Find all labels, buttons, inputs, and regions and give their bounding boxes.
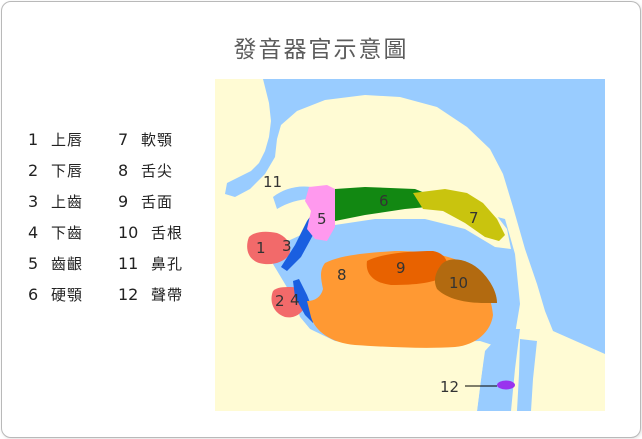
legend-label: 鼻孔 (151, 254, 184, 273)
legend-label: 舌尖 (141, 161, 174, 180)
legend-label: 齒齦 (51, 254, 84, 273)
label-soft-palate: 7 (469, 209, 479, 227)
vocal-tract-diagram: 1 2 3 4 5 6 7 8 9 10 11 12 (215, 79, 605, 411)
lower-teeth (293, 279, 315, 323)
legend-item-4: 4 下齒 (28, 221, 118, 243)
legend-label: 聲帶 (151, 285, 184, 304)
legend-item-9: 9 舌面 (118, 190, 228, 212)
legend-number: 6 (28, 284, 39, 304)
legend-number: 1 (28, 129, 39, 149)
vocal-cords (497, 380, 515, 390)
label-tongue-tip: 8 (337, 266, 347, 284)
legend-number: 2 (28, 160, 39, 180)
legend-item-3: 3 上齒 (28, 190, 118, 212)
lower-jaw (215, 317, 483, 411)
label-lower-teeth: 4 (290, 291, 300, 309)
legend-item-10: 10 舌根 (118, 221, 228, 243)
legend-item-2: 2 下唇 (28, 159, 118, 181)
upper-lip (247, 231, 291, 265)
label-alveolar-ridge: 5 (317, 210, 327, 228)
legend-number: 9 (118, 191, 129, 211)
tongue-root (434, 259, 497, 303)
legend-label: 上齒 (51, 192, 84, 211)
page-title: 發音器官示意圖 (233, 37, 409, 63)
legend-number: 11 (118, 253, 139, 273)
label-nostril: 11 (263, 173, 282, 191)
trachea (517, 339, 537, 411)
alveolar-ridge (305, 185, 335, 241)
nostril-passage (273, 186, 311, 209)
legend-label: 下齒 (51, 223, 84, 242)
label-upper-teeth: 3 (282, 237, 292, 255)
vocal-tract-svg: 1 2 3 4 5 6 7 8 9 10 11 12 (215, 79, 605, 411)
label-tongue-root: 10 (449, 274, 468, 292)
legend-item-11: 11 鼻孔 (118, 252, 228, 274)
label-vocal-cords: 12 (440, 378, 459, 396)
legend-item-12: 12 聲帶 (118, 283, 228, 305)
tongue-blade (366, 251, 448, 285)
legend-label: 硬顎 (51, 285, 84, 304)
legend-item-8: 8 舌尖 (118, 159, 228, 181)
legend-number: 7 (118, 129, 129, 149)
legend-item-7: 7 軟顎 (118, 128, 228, 150)
legend-label: 舌根 (151, 223, 184, 242)
legend-item-5: 5 齒齦 (28, 252, 118, 274)
legend-item-6: 6 硬顎 (28, 283, 118, 305)
legend-number: 4 (28, 222, 39, 242)
label-lower-lip: 2 (275, 292, 285, 310)
soft-palate (413, 189, 505, 241)
nasal-cavity (225, 79, 605, 354)
pharynx (477, 329, 520, 411)
legend-number: 5 (28, 253, 39, 273)
legend-label: 下唇 (51, 161, 84, 180)
legend: 1 上唇 7 軟顎 2 下唇 8 舌尖 3 上齒 9 舌面 4 下齒 10 舌根 5 齒齦 11 鼻… (28, 128, 228, 305)
legend-label: 上唇 (51, 130, 84, 149)
legend-label: 舌面 (141, 192, 174, 211)
legend-label: 軟顎 (141, 130, 174, 149)
label-hard-palate: 6 (379, 192, 389, 210)
legend-number: 10 (118, 222, 139, 242)
hard-palate (335, 187, 430, 221)
legend-item-1: 1 上唇 (28, 128, 118, 150)
legend-number: 3 (28, 191, 39, 211)
label-upper-lip: 1 (256, 239, 266, 257)
legend-number: 8 (118, 160, 129, 180)
label-tongue-blade: 9 (396, 259, 406, 277)
legend-number: 12 (118, 284, 139, 304)
